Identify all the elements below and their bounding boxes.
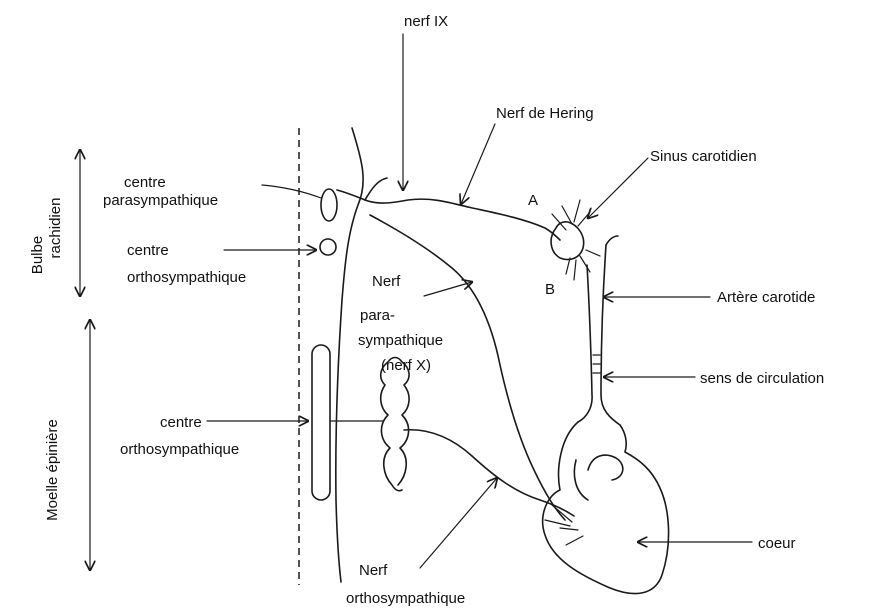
centre-ortho-bulbe-label-1: centre bbox=[127, 242, 169, 259]
sinus-carotidien-knot bbox=[551, 200, 600, 280]
nerf-para-label-3: sympathique bbox=[358, 332, 443, 349]
artere-carotide bbox=[578, 245, 620, 425]
centre-ortho-moelle-column bbox=[312, 345, 330, 500]
coeur-shape bbox=[543, 422, 669, 594]
nerf-para-label-1: Nerf bbox=[372, 273, 401, 290]
coeur-label: coeur bbox=[758, 535, 796, 552]
nerf-ix bbox=[337, 190, 468, 207]
nerf-orthosympathique bbox=[404, 430, 574, 516]
bulbe-label-1: Bulbe bbox=[29, 236, 46, 274]
centre-parasympathique-oval bbox=[321, 189, 337, 221]
sinus-carotidien-label: Sinus carotidien bbox=[650, 148, 757, 165]
centre-para-label-2: parasympathique bbox=[103, 192, 218, 209]
centre-ortho-moelle-label-2: orthosympathique bbox=[120, 441, 239, 458]
artere-carotide-label: Artère carotide bbox=[717, 289, 815, 306]
centre-ortho-moelle-label-1: centre bbox=[160, 414, 202, 431]
bulbe-label-2: rachidien bbox=[47, 198, 64, 259]
point-b-label: B bbox=[545, 281, 555, 298]
nerf-de-hering bbox=[468, 207, 560, 240]
sens-circulation-label: sens de circulation bbox=[700, 370, 824, 387]
arrow-sinus bbox=[588, 158, 648, 218]
nerf-hering-label: Nerf de Hering bbox=[496, 105, 594, 122]
nerf-ix-label: nerf IX bbox=[404, 13, 448, 30]
point-a-label: A bbox=[528, 192, 538, 209]
nerf-ortho-label-2: orthosympathique bbox=[346, 590, 465, 607]
arrow-nerf-para bbox=[424, 282, 472, 296]
arrow-nerf-ortho bbox=[420, 478, 497, 568]
cns-outline bbox=[336, 128, 363, 582]
nerf-para-label-4: (nerf X) bbox=[381, 357, 431, 374]
arrow-nerf-hering bbox=[461, 124, 495, 204]
centre-ortho-bulbe-label-2: orthosympathique bbox=[127, 269, 246, 286]
nerf-para-label-2: para- bbox=[360, 307, 395, 324]
centre-para-label-1: centre bbox=[124, 174, 166, 191]
moelle-label: Moelle épinière bbox=[44, 419, 61, 521]
centre-ortho-bulbe-circle bbox=[320, 239, 336, 255]
nerf-ortho-label-1: Nerf bbox=[359, 562, 388, 579]
sympathetic-ganglion-chain bbox=[381, 358, 409, 491]
